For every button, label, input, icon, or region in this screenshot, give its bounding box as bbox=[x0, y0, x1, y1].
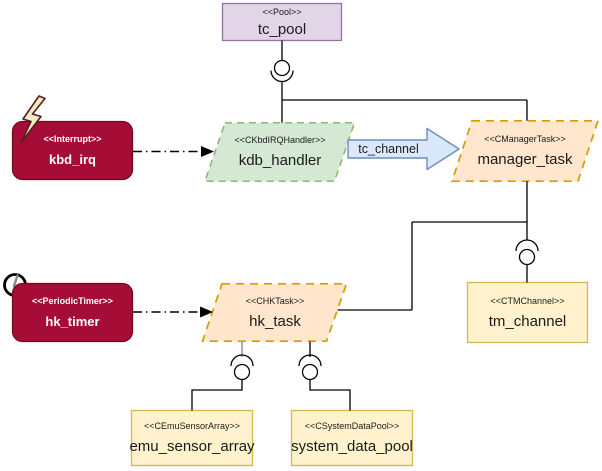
node-tc-pool[interactable]: <<Pool>> tc_pool bbox=[222, 3, 342, 41]
node-stereotype: <<CEmuSensorArray>> bbox=[143, 421, 241, 431]
edge-hktask-to-emusensorarray[interactable] bbox=[191, 341, 243, 411]
node-name: emu_sensor_array bbox=[129, 438, 255, 455]
node-name: kbd_irq bbox=[49, 152, 96, 167]
tc-pool-shape[interactable] bbox=[221, 2, 343, 42]
edge-managertask-to-hktask[interactable] bbox=[337, 181, 528, 311]
node-stereotype: <<Interrupt>> bbox=[43, 134, 102, 144]
node-hk-timer[interactable]: <<PeriodicTimer>> hk_timer bbox=[12, 283, 133, 342]
node-name: tc_pool bbox=[257, 20, 307, 38]
hk-task-shape[interactable] bbox=[201, 282, 348, 343]
node-stereotype: <<CManagerTask>> bbox=[484, 134, 566, 144]
node-name: hk_task bbox=[249, 312, 301, 330]
edge-tcpool-to-kdbhandler-and-managertask[interactable] bbox=[281, 40, 528, 123]
node-manager-task[interactable]: <<CManagerTask>> manager_task bbox=[452, 120, 598, 182]
node-hk-task[interactable]: <<CHKTask>> hk_task bbox=[203, 283, 347, 342]
hk-timer-shape[interactable] bbox=[11, 282, 134, 343]
node-emu-sensor-array[interactable]: <<CEmuSensorArray>> emu_sensor_array bbox=[129, 410, 255, 466]
system-data-pool-shape[interactable] bbox=[290, 409, 414, 467]
node-stereotype: <<Pool>> bbox=[262, 6, 302, 17]
ball-socket-tcpool-interface[interactable] bbox=[270, 59, 294, 83]
node-name: hk_timer bbox=[45, 314, 100, 329]
node-kbd-irq[interactable]: <<Interrupt>> kbd_irq bbox=[12, 121, 133, 180]
kdb-handler-shape[interactable] bbox=[204, 122, 356, 182]
tc-channel-arrow[interactable] bbox=[347, 127, 460, 171]
node-name: tm_channel bbox=[488, 312, 567, 330]
node-stereotype: <<CTMChannel>> bbox=[490, 295, 565, 306]
node-system-data-pool[interactable]: <<CSystemDataPool>> system_data_pool bbox=[291, 410, 413, 466]
manager-task-shape[interactable] bbox=[450, 119, 600, 183]
node-kdb-handler[interactable]: <<CKbdIRQHandler>> kdb_handler bbox=[205, 122, 355, 182]
lightning-icon bbox=[20, 95, 46, 144]
ball-socket-emusensorarray-interface[interactable] bbox=[230, 354, 254, 381]
ball-socket-tmchannel-interface[interactable] bbox=[515, 239, 539, 266]
ball-socket-systemdatapool-interface[interactable] bbox=[298, 354, 322, 381]
node-stereotype: <<CKbdIRQHandler>> bbox=[234, 135, 326, 145]
node-name: kdb_handler bbox=[238, 152, 322, 169]
node-name: system_data_pool bbox=[291, 438, 413, 455]
edge-kbdirq-to-kdbhandler[interactable] bbox=[133, 146, 214, 157]
node-stereotype: <<PeriodicTimer>> bbox=[32, 296, 113, 306]
node-stereotype: <<CHKTask>> bbox=[245, 295, 305, 306]
edge-hktimer-to-hktask[interactable] bbox=[133, 306, 213, 318]
tc-channel-arrow-label: tc_channel bbox=[358, 141, 419, 156]
emu-sensor-array-shape[interactable] bbox=[130, 409, 254, 467]
node-stereotype: <<CSystemDataPool>> bbox=[304, 421, 400, 431]
node-tm-channel[interactable]: <<CTMChannel>> tm_channel bbox=[467, 282, 588, 343]
kbd-irq-shape[interactable] bbox=[11, 120, 134, 181]
node-name: manager_task bbox=[477, 151, 573, 168]
